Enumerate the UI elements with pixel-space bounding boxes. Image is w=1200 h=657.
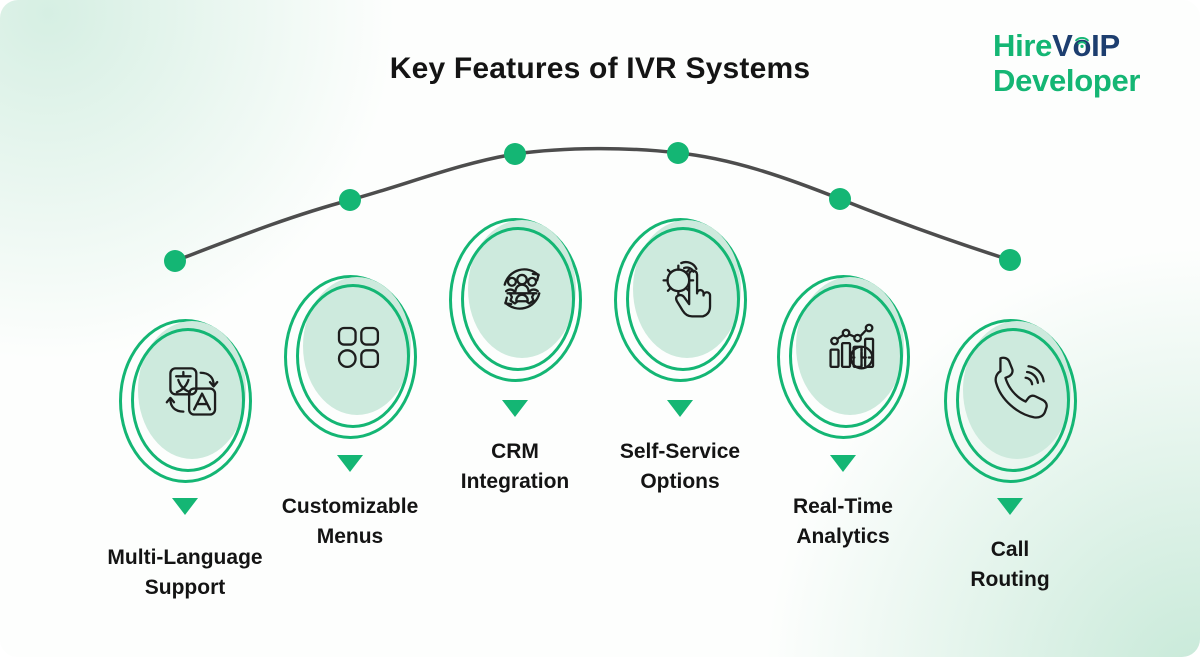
timeline-dot-5 [829,188,851,210]
badge-outer-ring [944,319,1077,483]
wifi-signal-icon [1073,20,1091,55]
logo-v: V [1052,28,1073,63]
translate-icon [156,354,228,426]
feature-badge-call-routing [943,315,1078,485]
timeline-dot-2 [339,189,361,211]
down-arrow-icon [502,400,528,417]
page-title: Key Features of IVR Systems [389,52,811,85]
badge-inner-ring [461,227,575,371]
feature-badge-customizable-menus [283,271,418,441]
badge-inner-ring [789,284,903,428]
call-routing-icon [981,354,1053,426]
badge-outer-ring [119,319,252,483]
crm-integration-icon [486,253,558,325]
down-arrow-icon [667,400,693,417]
badge-outer-ring [777,275,910,439]
down-arrow-icon [337,455,363,472]
feature-label: Self-Service Options [619,440,741,493]
badge-inner-ring [296,284,410,428]
realtime-analytics-icon [814,310,886,382]
timeline-dot-6 [999,249,1021,271]
down-arrow-icon [172,498,198,515]
timeline-dot-1 [164,250,186,272]
feature-badge-self-service [613,214,748,384]
feature-label: Multi-Language Support [107,546,263,599]
logo-line-1: HireVoIP [993,28,1140,63]
down-arrow-icon [830,455,856,472]
feature-badge-realtime-analytics [776,271,911,441]
timeline-dot-4 [667,142,689,164]
feature-badge-crm-integration [448,214,583,384]
menu-grid-icon [321,310,393,382]
feature-badge-multi-language [118,315,253,485]
down-arrow-icon [997,498,1023,515]
brand-logo: HireVoIP Developer [993,28,1141,98]
logo-ip: IP [1091,28,1120,63]
feature-label: Customizable Menus [281,495,419,548]
feature-label: CRM Integration [460,440,570,493]
feature-label: Call Routing [970,538,1050,591]
badge-outer-ring [284,275,417,439]
badge-inner-ring [956,328,1070,472]
badge-inner-ring [626,227,740,371]
badge-inner-ring [131,328,245,472]
badge-outer-ring [449,218,582,382]
timeline-curve-path [173,146,1012,263]
badge-outer-ring [614,218,747,382]
timeline-dot-3 [504,143,526,165]
feature-label: Real-Time Analytics [793,495,893,548]
self-service-icon [651,253,723,325]
logo-hire: Hire [993,28,1053,63]
logo-developer: Developer [993,63,1141,98]
